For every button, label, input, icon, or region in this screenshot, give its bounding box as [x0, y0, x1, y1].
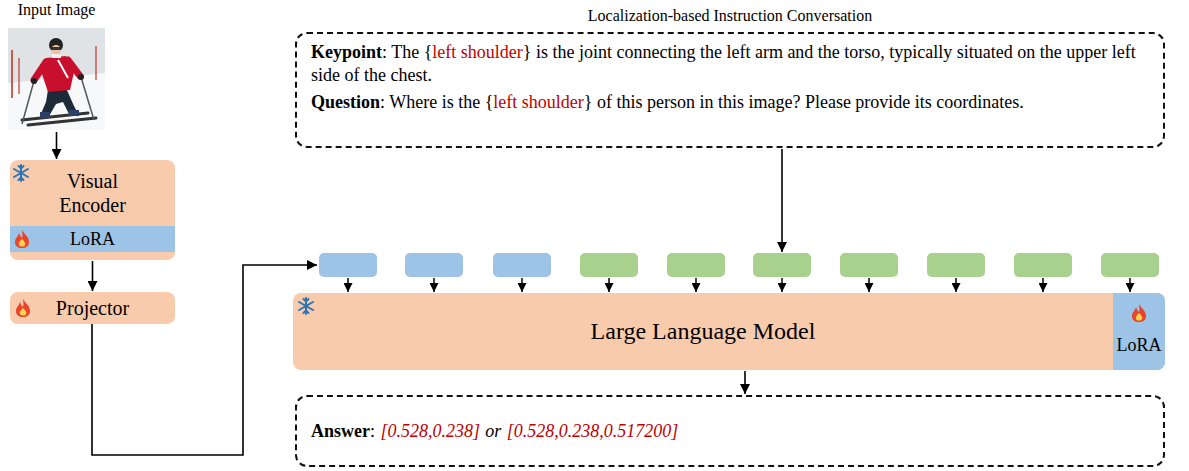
- token-arrow: [955, 278, 957, 292]
- flow-arrow: [56, 132, 58, 159]
- text-token: [580, 253, 638, 277]
- lora-band: LoRA: [10, 226, 175, 252]
- node-text: LoRA: [1117, 335, 1162, 356]
- text-token: [753, 253, 811, 277]
- token-arrow: [608, 278, 610, 292]
- text-token: [1014, 253, 1072, 277]
- heading: Input Image: [18, 1, 96, 19]
- node-text: Large Language Model: [591, 318, 816, 345]
- skier-scarf: [52, 54, 61, 58]
- node-body: Visual Encoder: [10, 160, 175, 226]
- skier-goggles: [51, 47, 61, 50]
- visual-token: [319, 253, 377, 277]
- fence-pole: [18, 58, 19, 94]
- photo-sky: [8, 28, 105, 130]
- text-token: [927, 253, 985, 277]
- node-text: } of this person in this image? Please p…: [584, 92, 1024, 112]
- ski-pole: [22, 81, 34, 124]
- text-tokens: [580, 253, 1159, 277]
- text-token: [840, 253, 898, 277]
- node-text: or: [485, 421, 501, 442]
- node-text: [0.528,0.238,0.517200]: [507, 421, 679, 442]
- token-arrow: [1129, 278, 1131, 292]
- ski-pole: [81, 77, 94, 120]
- input-image: Input Image: [8, 28, 105, 130]
- llm-box: Large Language ModelLoRA: [293, 293, 1165, 370]
- heading: Localization-based Instruction Conversat…: [588, 7, 872, 25]
- token-arrow: [347, 278, 349, 292]
- node-text: Projector: [56, 297, 129, 320]
- jacket-stripe: [58, 60, 68, 78]
- visual-tokens: [319, 253, 551, 277]
- flow-arrow: [781, 149, 783, 252]
- lora-block: LoRA: [1113, 293, 1165, 370]
- node-text: left shoulder: [493, 92, 583, 112]
- token-arrow: [1042, 278, 1044, 292]
- glove: [31, 78, 37, 84]
- node-text: : The {: [382, 42, 432, 62]
- node-body: Projector: [10, 292, 175, 324]
- visual-token: [493, 253, 551, 277]
- skier-face: [51, 45, 61, 55]
- node-body: [8, 28, 105, 130]
- skier-jacket: [42, 56, 74, 92]
- skier-photo: [8, 28, 105, 130]
- paragraph: Question: Where is the {left shoulder} o…: [311, 91, 1149, 114]
- token-arrows: [348, 278, 1130, 292]
- token-arrow: [868, 278, 870, 292]
- answer-box: Answer:[0.528,0.238]or [0.528,0.238,0.517…: [295, 395, 1165, 467]
- node-text: :: [370, 421, 375, 442]
- node-text: left shoulder: [432, 42, 522, 62]
- instruction-box: Localization-based Instruction Conversat…: [295, 32, 1165, 148]
- text-token: [1101, 253, 1159, 277]
- node-text: Keypoint: [311, 42, 382, 62]
- node-body: Keypoint: The {left shoulder} is the joi…: [297, 34, 1163, 125]
- skier-boot: [69, 110, 79, 116]
- node-text: [0.528,0.238]: [380, 421, 480, 442]
- skier-pants: [40, 88, 78, 118]
- projector-box: Projector: [10, 292, 175, 324]
- token-arrow: [433, 278, 435, 292]
- node-body: LoRA: [10, 226, 175, 252]
- flow-arrow: [744, 371, 746, 394]
- visual-token: [405, 253, 463, 277]
- glove: [78, 74, 84, 80]
- node-text: Question: [311, 92, 380, 112]
- fence-pole: [11, 50, 13, 98]
- node-text: Answer: [311, 421, 370, 442]
- node-body: LoRA: [1113, 293, 1165, 370]
- node-body: Large Language Model: [293, 293, 1165, 370]
- flow-arrow: [92, 261, 94, 291]
- node-text: : Where is the {: [380, 92, 493, 112]
- fence-pole: [95, 46, 96, 80]
- skier-boot: [40, 112, 50, 118]
- text-token: [667, 253, 725, 277]
- node-text: LoRA: [70, 229, 115, 250]
- node-text: Visual Encoder: [43, 169, 143, 217]
- node-body: Answer:[0.528,0.238]or [0.528,0.238,0.517…: [297, 397, 1163, 465]
- token-arrow: [695, 278, 697, 292]
- ski: [28, 118, 96, 125]
- paragraph: Keypoint: The {left shoulder} is the joi…: [311, 41, 1149, 88]
- visual-encoder-box: Visual EncoderLoRA: [10, 160, 175, 260]
- token-arrow: [781, 278, 783, 292]
- token-arrow: [521, 278, 523, 292]
